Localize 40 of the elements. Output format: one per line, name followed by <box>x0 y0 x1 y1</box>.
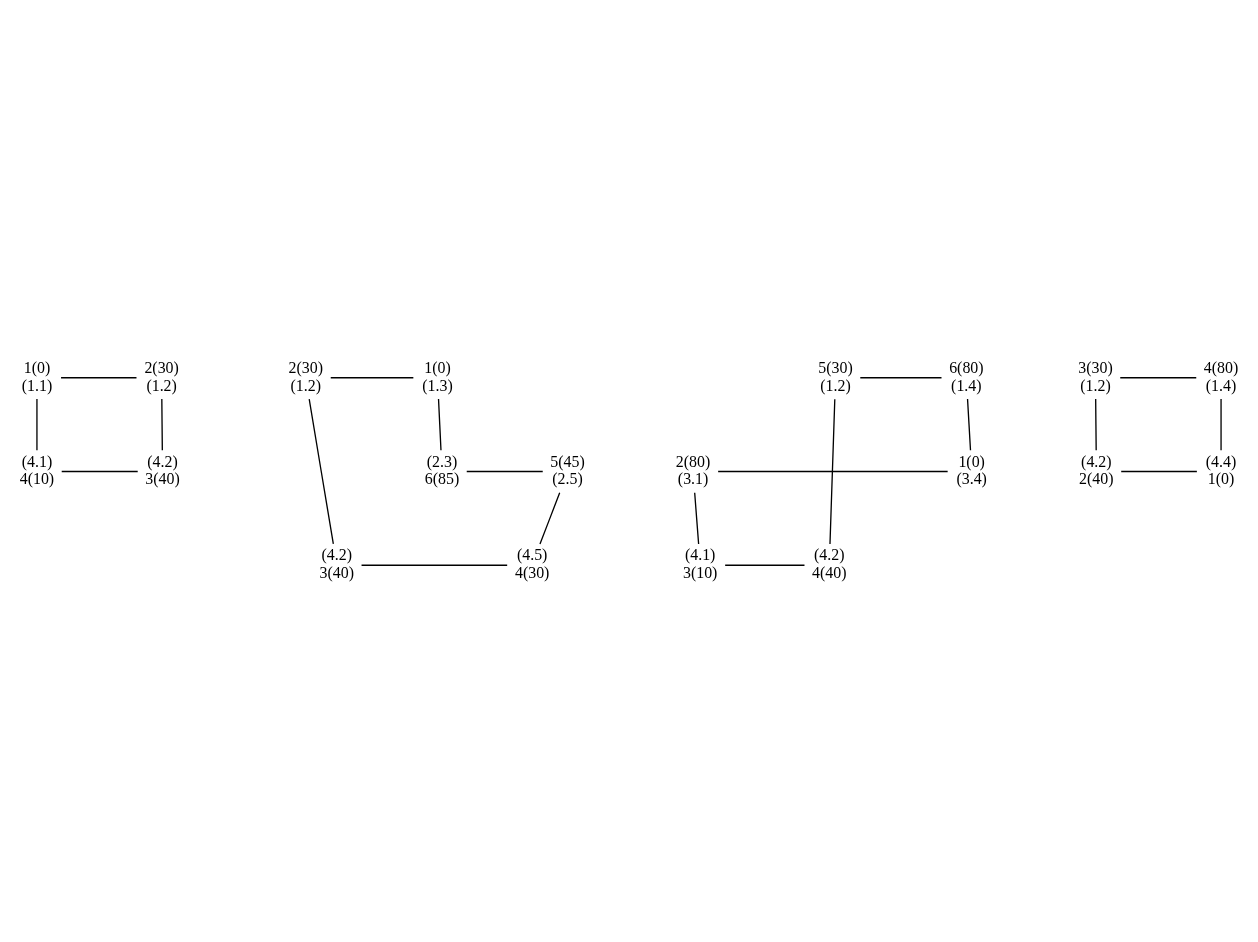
connector <box>330 376 414 378</box>
node-text: (4.2) 4(40) <box>812 545 847 581</box>
connector <box>1220 397 1222 451</box>
connector <box>1120 470 1198 472</box>
connector <box>437 397 442 451</box>
connector <box>61 470 139 472</box>
connector <box>161 397 163 451</box>
node-text: 5(30) (1.2) <box>818 358 853 393</box>
connector <box>1119 376 1197 378</box>
connector <box>308 398 334 545</box>
node-text: 1(0) (3.4) <box>956 452 987 487</box>
connector <box>829 398 836 545</box>
node-text: (4.2) 3(40) <box>319 545 354 581</box>
node-text: (4.1) 3(10) <box>682 545 718 581</box>
connector <box>466 470 544 472</box>
node-text: (4.2) 2(40) <box>1079 452 1114 487</box>
node-text: 6(80) (1.4) <box>949 358 984 393</box>
node-text: 5(45) (2.5) <box>550 452 585 487</box>
connector <box>717 470 949 472</box>
connector <box>724 564 806 566</box>
connector <box>694 491 700 545</box>
node-text: (4.5) 4(30) <box>514 545 550 581</box>
node-text: 4(80) (1.4) <box>1203 358 1239 393</box>
node-text: 1(0) (1.1) <box>21 358 53 393</box>
connector <box>859 376 943 378</box>
connector <box>360 564 508 566</box>
node-text: 2(30) (1.2) <box>144 358 179 393</box>
node-text: 2(80) (3.1) <box>675 452 711 487</box>
connector <box>1095 397 1097 451</box>
connector <box>539 491 561 545</box>
node-text: 1(0) (1.3) <box>422 358 453 393</box>
connector <box>60 376 138 378</box>
node-text: 2(30) (1.2) <box>288 358 324 393</box>
node-text: 3(30) (1.2) <box>1078 358 1113 393</box>
node-text: (4.4) 1(0) <box>1205 452 1237 487</box>
node-text: (4.1) 4(10) <box>19 452 55 487</box>
connector <box>966 397 972 451</box>
connector <box>36 397 38 451</box>
node-text: (2.3) 6(85) <box>424 452 460 487</box>
node-text: (4.2) 3(40) <box>145 452 180 487</box>
